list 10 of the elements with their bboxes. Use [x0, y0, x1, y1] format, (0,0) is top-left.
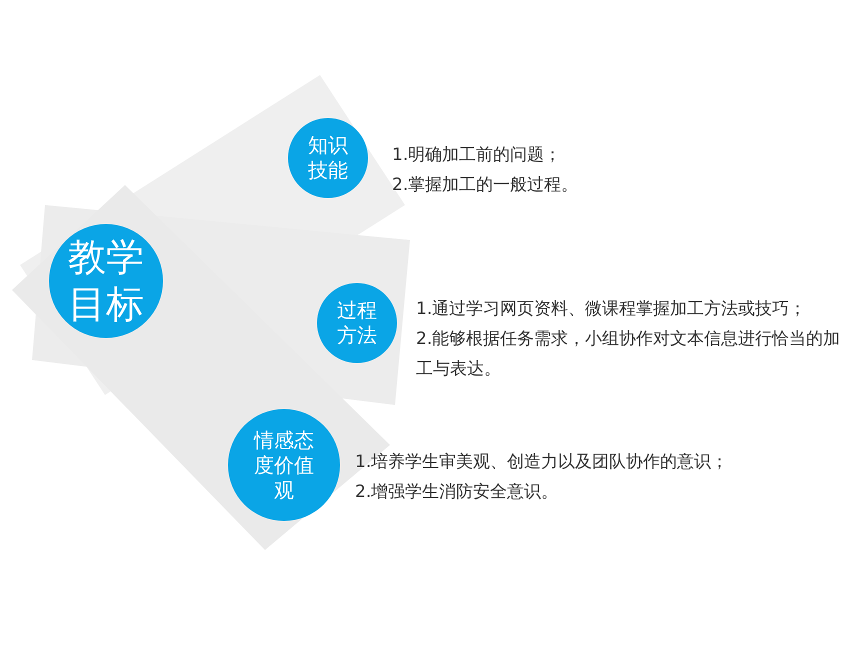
goal-title: 过程方法: [336, 298, 378, 348]
objective-text: 1.培养学生审美观、创造力以及团队协作的意识；: [355, 451, 730, 474]
objective-text: 1.明确加工前的问题；: [392, 144, 562, 167]
goal-title: 教学目标: [67, 234, 145, 328]
objective-text: 1.通过学习网页资料、微课程掌握加工方法或技巧；: [416, 298, 808, 321]
goal-title: 情感态度价值观: [252, 428, 315, 502]
objective-text: 2.掌握加工的一般过程。: [392, 174, 580, 197]
goal-title: 知识技能: [307, 133, 349, 183]
objective-text: 2.能够根据任务需求，小组协作对文本信息进行恰当的加工与表达。: [416, 328, 842, 381]
objective-text: 2.增强学生消防安全意识。: [355, 481, 560, 504]
